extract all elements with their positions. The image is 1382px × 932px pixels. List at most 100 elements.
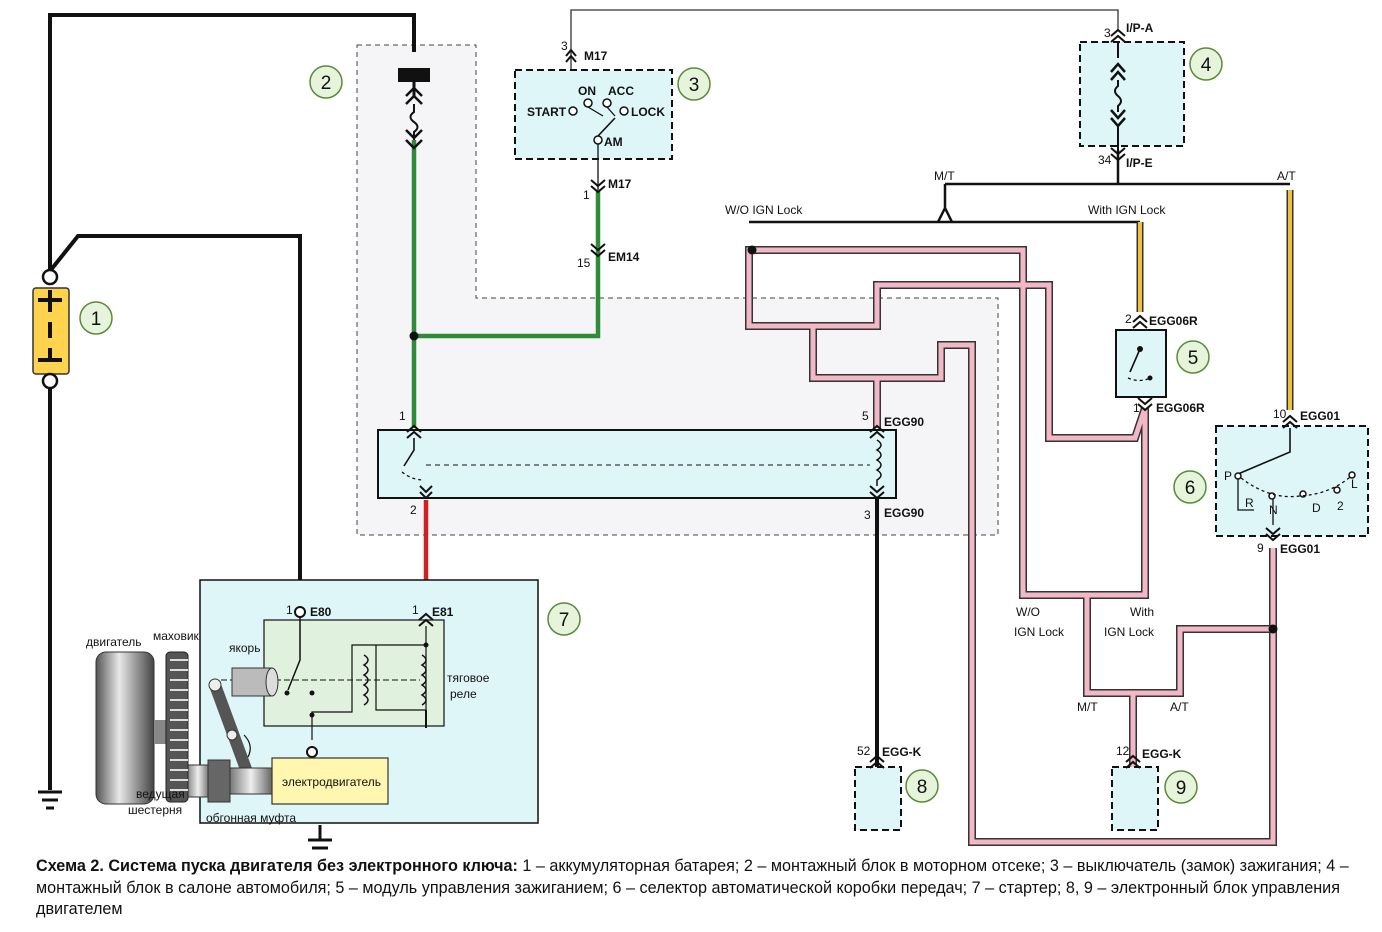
- pink-wires: [745, 246, 1277, 846]
- interior-fuse-box: [1079, 28, 1185, 162]
- flywheel-label: маховик: [153, 629, 200, 643]
- engine-label: двигатель: [86, 635, 142, 649]
- engine-fuse-box-outline: [356, 44, 999, 536]
- connector-ipe: I/P-E: [1126, 156, 1153, 170]
- callouts: 1 2 3 4 5 6 7 8 9: [79, 47, 1223, 804]
- green-wires: [411, 140, 601, 428]
- branch-mt-top: M/T: [934, 169, 955, 183]
- callout-7-number: 7: [559, 610, 570, 631]
- callout-6: 6: [1173, 470, 1207, 504]
- figure-caption: Схема 2. Система пуска двигателя без эле…: [36, 856, 1366, 921]
- callout-2-number: 2: [321, 73, 332, 94]
- selector-d: D: [1312, 501, 1321, 515]
- switch-am-label: AM: [604, 135, 623, 149]
- connector-labels: 3 M17 1 M17 15 EM14 3 I/P-A 34 I/P-E 2 E…: [286, 21, 1340, 761]
- switch-on-label: ON: [578, 84, 596, 98]
- callout-8: 8: [905, 769, 939, 803]
- callout-1: 1: [79, 301, 113, 335]
- selector-p: P: [1224, 469, 1232, 483]
- connector-ipa: I/P-A: [1126, 21, 1154, 35]
- pin-m17-top: 3: [561, 39, 568, 53]
- pin-ipe: 34: [1098, 153, 1112, 167]
- pin-egg90-bot: 3: [864, 508, 871, 522]
- pinion-label-a: ведущая: [136, 787, 185, 801]
- relay-label-b: реле: [450, 687, 477, 701]
- branch-at-bot: A/T: [1170, 700, 1189, 714]
- branch-wo-ign-lock: W/O IGN Lock: [725, 203, 803, 217]
- pin-egg01-top: 10: [1273, 407, 1287, 421]
- branch-tree: [749, 150, 1290, 224]
- connector-egg06r-bot: EGG06R: [1156, 401, 1205, 415]
- selector-l: L: [1351, 477, 1358, 491]
- switch-lock-label: LOCK: [631, 105, 665, 119]
- black-wires: [48, 13, 879, 790]
- engine-flywheel: [95, 651, 189, 805]
- connector-egg01-bot: EGG01: [1280, 542, 1320, 556]
- selector-2: 2: [1337, 499, 1344, 513]
- connector-eggk-9: EGG-K: [1142, 747, 1182, 761]
- callout-4: 4: [1189, 47, 1223, 81]
- connector-e80: E80: [310, 605, 332, 619]
- callout-8-number: 8: [917, 777, 928, 798]
- pin-em14: 15: [577, 256, 591, 270]
- callout-5-number: 5: [1188, 348, 1199, 369]
- starter-labels: двигатель маховик якорь тяговое реле эле…: [86, 629, 490, 825]
- connector-eggk-8: EGG-K: [882, 745, 922, 759]
- pin-ipa: 3: [1104, 26, 1111, 40]
- starter-assembly: [185, 579, 539, 824]
- callout-1-number: 1: [91, 309, 102, 330]
- switch-start-label: START: [527, 105, 567, 119]
- starter-relay: [377, 424, 897, 500]
- callout-5: 5: [1176, 340, 1210, 374]
- branch-with-ign-lock: With IGN Lock: [1088, 203, 1166, 217]
- clutch-label: обгонная муфта: [206, 811, 296, 825]
- branch-with-a: With: [1130, 605, 1154, 619]
- caption-text: 1 – аккумуляторная батарея; 2 – монтажны…: [36, 857, 1349, 918]
- caption-title: Схема 2. Система пуска двигателя без эле…: [36, 857, 518, 875]
- m17-connectors: [565, 48, 606, 258]
- starting-system-diagram: 3 M17 1 M17 15 EM14 3 I/P-A 34 I/P-E 2 E…: [32, 9, 1369, 850]
- pin-relay-in: 1: [399, 409, 406, 423]
- pin-eggk-8: 52: [857, 744, 871, 758]
- callout-3: 3: [677, 67, 711, 101]
- relay-label-a: тяговое: [447, 671, 490, 685]
- connector-egg90-bot: EGG90: [884, 506, 924, 520]
- callout-6-number: 6: [1185, 478, 1196, 499]
- callout-9-number: 9: [1176, 778, 1187, 799]
- pin-eggk-9: 12: [1116, 744, 1130, 758]
- pin-m17-bot: 1: [583, 188, 590, 202]
- pinion-label-b: шестерня: [128, 803, 182, 817]
- yellow-wires: [1136, 190, 1294, 410]
- branch-labels: M/T A/T W/O IGN Lock With IGN Lock W/O I…: [725, 169, 1296, 714]
- callout-4-number: 4: [1201, 55, 1212, 76]
- pin-relay-out: 2: [410, 503, 417, 517]
- battery: [32, 268, 70, 390]
- callout-3-number: 3: [689, 75, 700, 96]
- junction-dots: [409, 245, 1278, 634]
- branch-wo-a: W/O: [1016, 605, 1040, 619]
- pin-egg06r-top: 2: [1125, 312, 1132, 326]
- callout-2: 2: [309, 65, 343, 99]
- switch-acc-label: ACC: [608, 84, 634, 98]
- armature-label: якорь: [229, 641, 260, 655]
- pin-egg90-top: 5: [862, 409, 869, 423]
- connector-egg06r-top: EGG06R: [1149, 314, 1198, 328]
- selector-labels: P R N D 2 L: [1224, 469, 1358, 517]
- connector-m17-top: M17: [584, 49, 608, 63]
- connector-m17-bot: M17: [608, 177, 632, 191]
- connector-e81: E81: [432, 605, 454, 619]
- branch-with-b: IGN Lock: [1104, 625, 1155, 639]
- branch-wo-b: IGN Lock: [1014, 625, 1065, 639]
- branch-mt-bot: M/T: [1077, 700, 1098, 714]
- switch-position-labels: START ON ACC LOCK AM: [527, 84, 665, 149]
- callout-7: 7: [547, 602, 581, 636]
- pin-e80: 1: [286, 603, 293, 617]
- connector-egg01-top: EGG01: [1300, 409, 1340, 423]
- branch-at-top: A/T: [1277, 169, 1296, 183]
- selector-n: N: [1269, 503, 1278, 517]
- motor-label: электродвигатель: [282, 775, 381, 789]
- ecu-boxes: [854, 754, 1159, 831]
- callout-9: 9: [1164, 770, 1198, 804]
- transmission-selector: [1215, 414, 1369, 542]
- selector-r: R: [1245, 496, 1254, 510]
